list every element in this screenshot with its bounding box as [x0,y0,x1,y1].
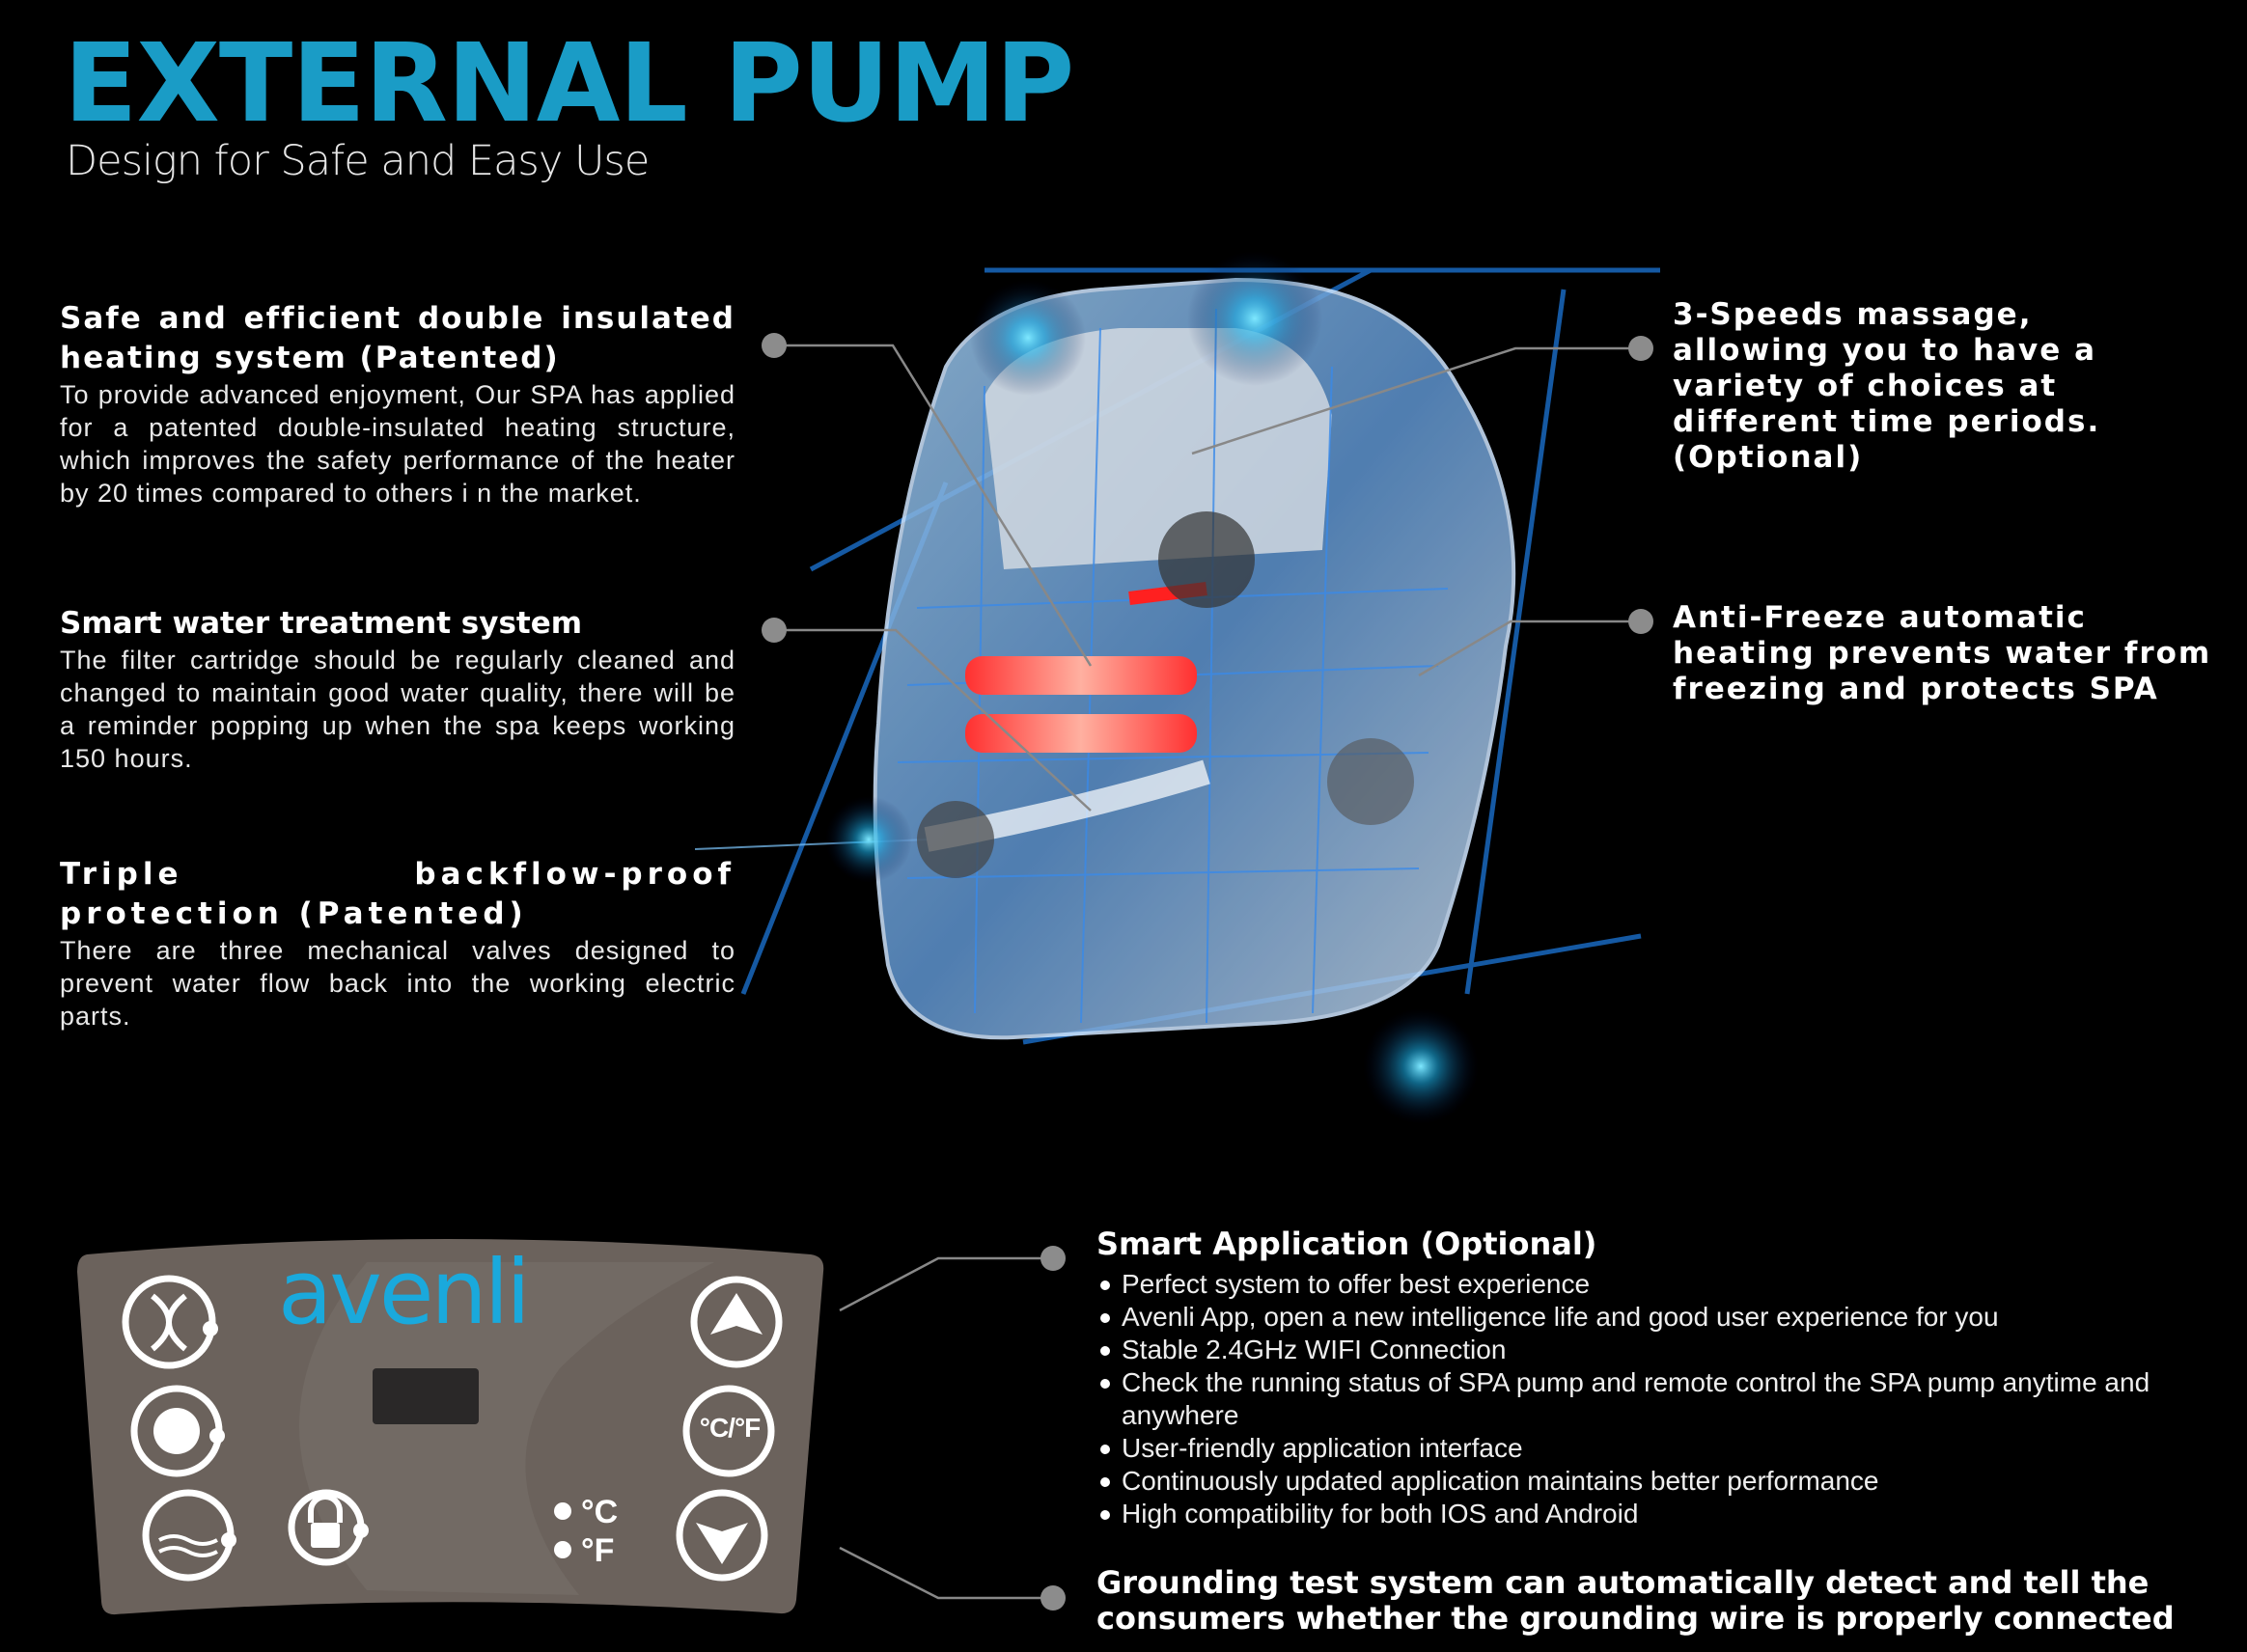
grounding-text: Grounding test system can automatically … [1096,1564,2175,1637]
smart-app-bullets: Perfect system to offer best experience … [1096,1268,2206,1530]
smart-app-heading: Smart Application (Optional) [1096,1225,1597,1262]
page-title: EXTERNAL PUMP [64,21,1074,147]
callout-dot [1040,1585,1066,1611]
list-item: Avenli App, open a new intelligence life… [1096,1301,2206,1334]
feature-heading: 3-Speeds massage, allowing you to have a… [1673,297,2101,475]
list-item: Continuously updated application maintai… [1096,1465,2206,1498]
feature-water-treatment: Smart water treatment system The filter … [60,604,735,775]
list-item: Check the running status of SPA pump and… [1096,1366,2164,1432]
callout-dot [762,618,787,643]
callout-dot [762,333,787,358]
list-item: High compatibility for both IOS and Andr… [1096,1498,2206,1530]
feature-heading: Smart water treatment system [60,606,583,641]
pump-illustration [695,251,1660,1124]
feature-backflow: Triple backflow-proof protection (Patent… [60,855,735,1032]
smart-app-section: Smart Application (Optional) Perfect sys… [1096,1225,2206,1530]
feature-body: There are three mechanical valves design… [60,936,735,1031]
callout-dot [1628,336,1653,361]
bubble-button[interactable] [146,1493,231,1578]
temp-down-button[interactable] [680,1493,764,1578]
feature-heating: Safe and efficient double insulated heat… [60,299,735,509]
unit-toggle-button[interactable]: °C/°F [699,1413,762,1443]
feature-body: The filter cartridge should be regularly… [60,646,735,773]
control-panel: avenli °C °F °C/°F [77,1233,830,1619]
page-subtitle: Design for Safe and Easy Use [66,137,650,185]
feature-heading: Triple backflow-proof protection (Patent… [60,857,735,931]
list-item: Perfect system to offer best experience [1096,1268,2206,1301]
feature-body: To provide advanced enjoyment, Our SPA h… [60,380,735,508]
list-item: User-friendly application interface [1096,1432,2206,1465]
feature-heading: Safe and efficient double insulated heat… [60,301,735,375]
brand-logo: avenli [278,1241,531,1344]
filter-button[interactable] [125,1279,212,1365]
unit-f-indicator: °F [581,1532,615,1569]
heater-button[interactable] [134,1389,219,1473]
list-item: Stable 2.4GHz WIFI Connection [1096,1334,2206,1366]
unit-c-indicator: °C [581,1494,619,1530]
lock-button[interactable] [291,1493,361,1562]
callout-dot [1040,1246,1066,1271]
callout-dot [1628,609,1653,634]
temp-up-button[interactable] [694,1280,779,1364]
feature-heading: Anti-Freeze automatic heating prevents w… [1673,600,2212,706]
feature-anti-freeze: Anti-Freeze automatic heating prevents w… [1673,600,2213,707]
feature-massage: 3-Speeds massage, allowing you to have a… [1673,297,2202,476]
